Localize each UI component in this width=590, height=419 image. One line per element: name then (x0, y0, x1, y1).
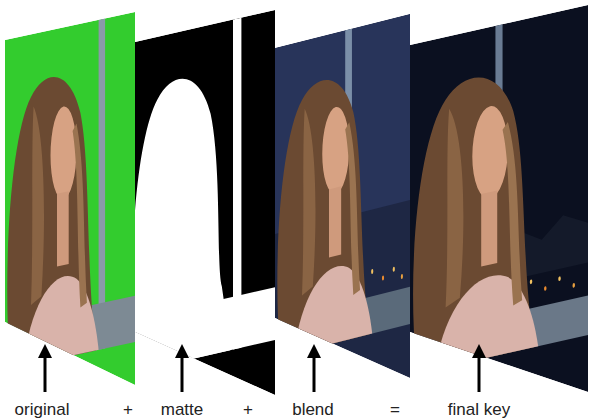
panel-caption: original (15, 401, 70, 418)
operator-sign: + (243, 401, 253, 418)
blend-panel (275, 14, 410, 378)
panel-caption: final key (448, 401, 510, 418)
operator-sign: + (123, 401, 133, 418)
original-panel (5, 12, 135, 385)
final-key-panel (410, 5, 588, 392)
panel-caption: matte (161, 401, 204, 418)
panel-caption: blend (292, 401, 334, 418)
pointer-arrows (38, 344, 486, 392)
matte-panel (132, 10, 275, 395)
operator-sign: = (390, 401, 400, 418)
